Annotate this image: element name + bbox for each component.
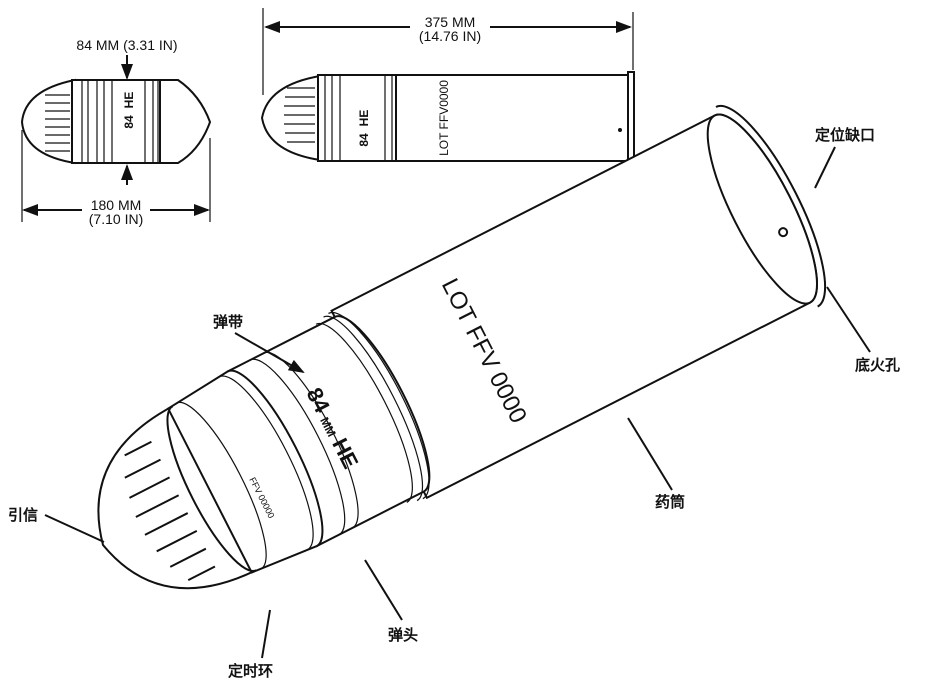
- lot-marking-small: LOT FFV0000: [437, 80, 451, 156]
- diameter-label: 84 MM (3.31 IN): [76, 37, 177, 53]
- primer-hole: [778, 227, 789, 238]
- cartridge-side-view: HE 84 LOT FFV0000 375 MM (14.76 IN): [260, 8, 635, 166]
- label-rotating-band: 弹带: [213, 313, 243, 331]
- label-cartridge-case: 药筒: [655, 493, 685, 511]
- type-marking-mid: HE: [357, 110, 371, 127]
- label-projectile: 弹头: [388, 626, 418, 644]
- cartridge-isometric-view: 84 MM HE LOT FFV 0000 FFV 00000: [97, 104, 827, 590]
- label-timing-ring: 定时环: [228, 662, 273, 680]
- projectile-side-view: 84 HE 84 MM (3.31 IN) 180 MM (7.10 IN): [20, 37, 212, 227]
- projectile-length-mm: 180 MM: [91, 197, 142, 213]
- projectile-length-in: (7.10 IN): [89, 211, 143, 227]
- caliber-marking-small: 84: [122, 115, 136, 129]
- cartridge-length-in: (14.76 IN): [419, 28, 481, 44]
- cartridge-length-mm: 375 MM: [425, 14, 476, 30]
- type-marking-small: HE: [122, 92, 136, 109]
- label-primer-hole: 底火孔: [855, 356, 900, 374]
- caliber-marking-mid: 84: [357, 133, 371, 147]
- fuze: [97, 405, 257, 590]
- callouts: 定位缺口 底火孔 弹带 药筒 引信 弹头 定时环: [8, 126, 900, 680]
- label-locating-notch: 定位缺口: [815, 126, 875, 144]
- timing-ring: [166, 369, 324, 574]
- label-fuze: 引信: [8, 506, 38, 524]
